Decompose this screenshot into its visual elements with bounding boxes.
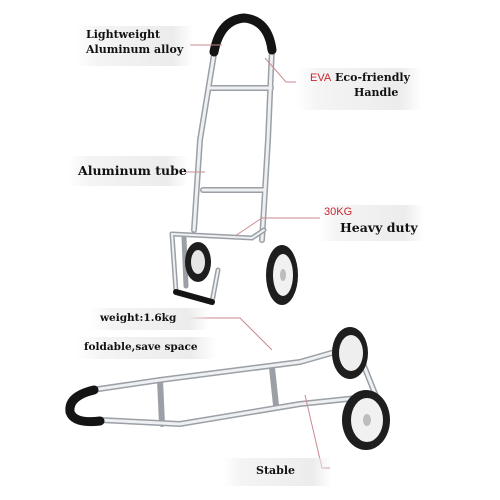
upright-trolley [169,13,298,306]
material-line-2: Aluminum alloy [86,42,184,56]
foot-grip [173,289,215,305]
callout-material: Lightweight Aluminum alloy [76,26,194,66]
folded-trolley [65,327,390,450]
load-capacity: 30KG [324,206,353,218]
callout-weight: weight:1.6kg [90,308,210,330]
tube-text: Aluminum tube [78,163,187,178]
callout-handle: EVA Eco-friendly Handle [296,68,422,110]
material-line-1: Lightweight [86,28,161,41]
upright-frame [191,45,275,243]
weight-text: weight:1.6kg [100,312,177,324]
folded-wheel-back [332,327,368,379]
handle-grip [209,13,277,57]
stable-text: Stable [256,464,296,477]
folded-wheel-front [342,390,390,450]
callout-stable: Stable [222,458,332,486]
callout-foldable: foldable,save space [76,337,216,359]
handle-line-1: EVA Eco-friendly [310,71,422,86]
callout-tube: Aluminum tube [68,156,188,186]
handle-line-2: Handle [354,85,399,99]
handle-eco: Eco-friendly [335,71,410,84]
handle-eva: EVA [310,72,332,84]
callout-load: 30KG Heavy duty [318,205,424,241]
wheel-rear [185,242,211,282]
load-text: Heavy duty [340,219,418,235]
folded-handle-grip [65,385,105,427]
wheel-front [266,245,298,305]
foldable-text: foldable,save space [84,341,198,353]
